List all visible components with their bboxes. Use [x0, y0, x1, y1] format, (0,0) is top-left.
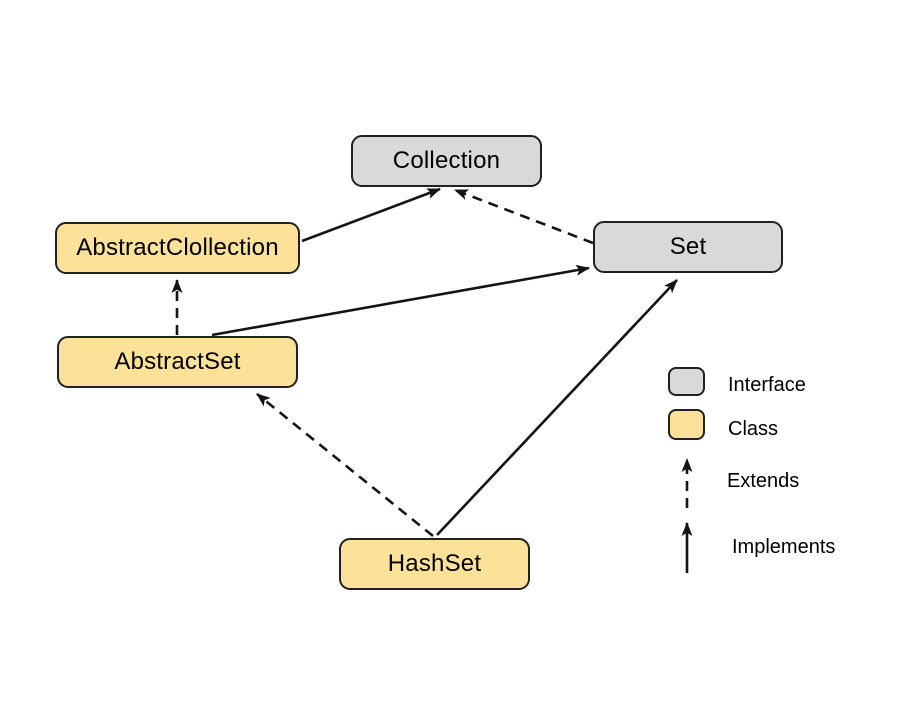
- legend-extends-label: Extends: [727, 470, 800, 492]
- node-abstractset: AbstractSet: [57, 336, 298, 388]
- edge-implements-hashset-to-set: [436, 279, 678, 536]
- legend-class-label: Class: [728, 418, 779, 440]
- edge-extends-hashset-to-abstractset: [256, 392, 434, 538]
- legend-interface-swatch: [668, 367, 705, 396]
- node-abstractset-label: AbstractSet: [114, 348, 241, 375]
- legend-implements-label: Implements: [732, 536, 836, 558]
- node-collection: Collection: [351, 135, 542, 187]
- node-hashset: HashSet: [339, 538, 530, 590]
- edge-implements-abstractclollection-to-collection: [301, 187, 441, 243]
- edge-extends-set-to-collection: [454, 188, 594, 245]
- legend-class-swatch: [668, 409, 705, 440]
- node-abstractclollection: AbstractClollection: [55, 222, 300, 274]
- node-abstractclollection-label: AbstractClollection: [76, 234, 279, 261]
- legend-interface-label: Interface: [728, 374, 806, 396]
- edge-implements-abstractset-to-set: [211, 264, 590, 337]
- node-collection-label: Collection: [392, 147, 501, 174]
- node-set-label: Set: [669, 233, 707, 260]
- node-hashset-label: HashSet: [387, 550, 482, 577]
- node-set: Set: [593, 221, 783, 273]
